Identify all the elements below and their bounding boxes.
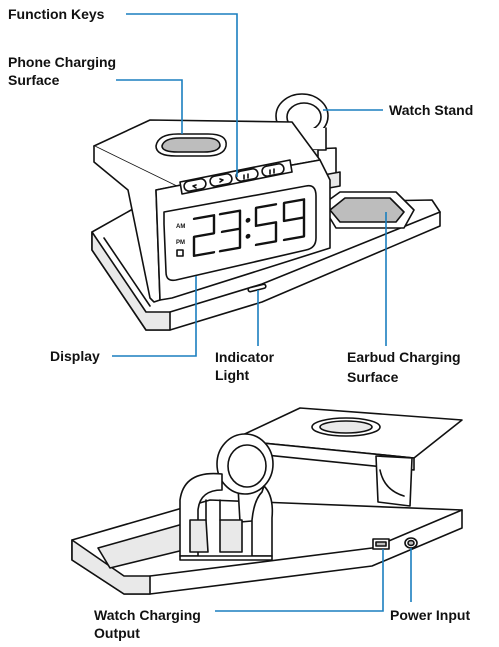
clock-digits [192,198,306,258]
power-input-label: Power Input [390,607,471,623]
front-view-device: AM PM [91,93,441,331]
rear-view-device [71,407,463,595]
watch-stand-label: Watch Stand [389,102,474,118]
leader-display [112,276,197,357]
earbud-charging-surface-label-line2: Surface [347,369,399,385]
am-indicator: AM [176,224,185,230]
indicator-light-label-line2: Light [215,367,250,383]
leader-function-keys [126,13,238,177]
earbud-pad-surface [329,197,405,223]
phone-charging-surface-label-line1: Phone Charging [8,54,117,70]
phone-charging-surface-label-line2: Surface [8,72,60,88]
function-keys [183,163,285,192]
display-label: Display [50,348,100,364]
indicator-light-label-line1: Indicator [215,349,275,365]
indicator-light [247,283,267,293]
base-tray-side [91,231,171,331]
alarm-icon [176,249,184,257]
leader-lines [112,13,412,612]
function-keys-label: Function Keys [8,6,105,22]
pm-indicator: PM [176,240,185,246]
leader-watch-charging-output [215,549,384,612]
rear-watch-stand [179,433,274,561]
leader-phone-charging [116,79,183,134]
watch-charging-output-label-line1: Watch Charging [94,607,201,623]
earbud-charging-surface-label-line1: Earbud Charging [347,349,461,365]
watch-charging-output-label-line2: Output [94,625,140,641]
